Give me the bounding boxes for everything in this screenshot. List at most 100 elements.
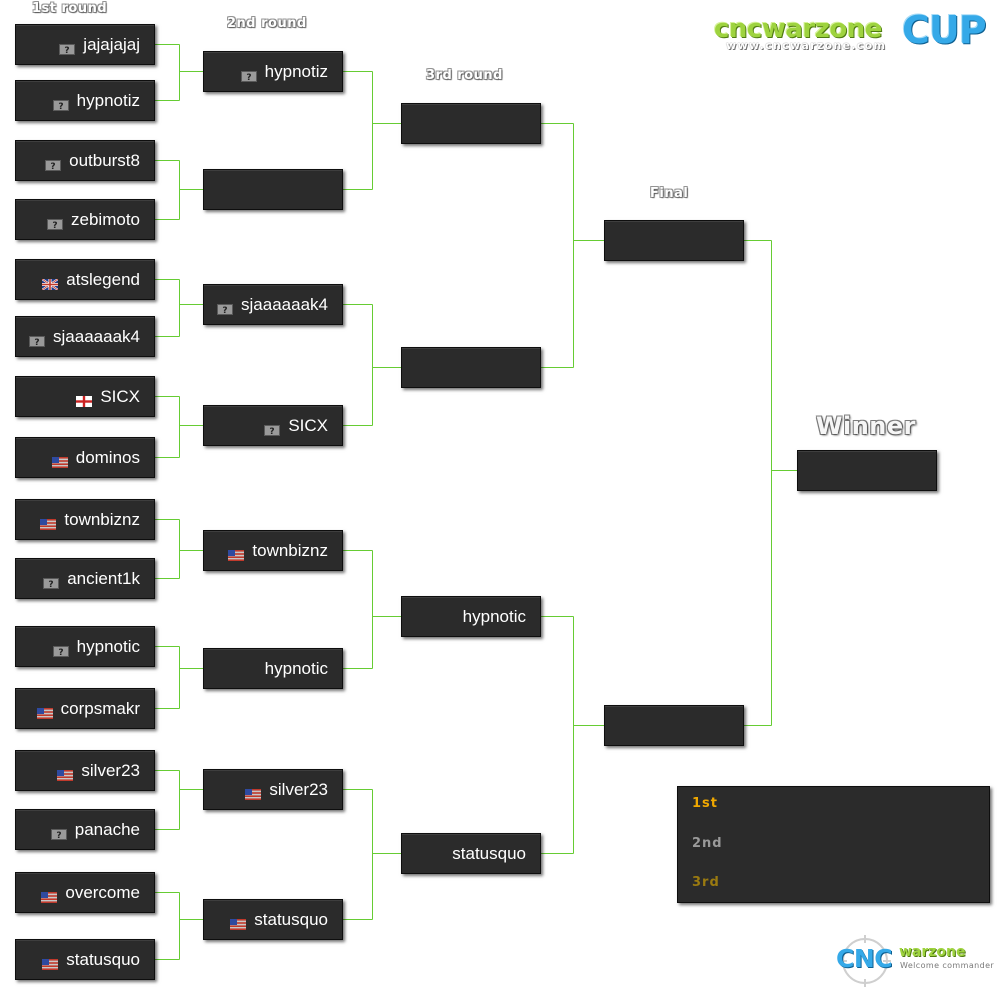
place-third-label: 3rd [692,875,720,890]
unknown-flag-icon: ? [29,332,46,348]
us-flag-icon [57,766,74,781]
england-flag-icon [76,392,93,407]
svg-text:?: ? [50,162,55,171]
player-slot-r2[interactable]: townbiznz [203,530,343,571]
unknown-flag-icon: ? [52,96,69,112]
player-name: townbiznz [252,541,328,560]
player-name: hypnotiz [76,91,140,110]
player-name: sjaaaaaak4 [53,327,140,346]
unknown-flag-icon: ? [45,156,62,172]
player-slot-r1[interactable]: townbiznz [15,499,155,540]
svg-text:?: ? [52,221,57,230]
player-name: hypnotiz [264,62,328,81]
svg-text:?: ? [270,427,275,436]
footer-warzone-text: warzone [899,944,966,960]
cncwarzone-footer-logo: CNC warzone Welcome commander [830,932,1002,992]
player-slot-r1[interactable]: statusquo [15,939,155,980]
player-slot-r3[interactable] [401,103,541,144]
us-flag-icon [228,546,245,561]
player-slot-r2[interactable]: hypnotiz? [203,51,343,92]
us-flag-icon [42,955,59,970]
us-flag-icon [41,888,58,903]
svg-text:?: ? [65,46,70,55]
round-label-2nd: 2nd round [227,16,307,31]
svg-text:?: ? [49,580,54,589]
player-name: statusquo [66,950,140,969]
cup-logo: cncwarzone www.cncwarzone.com CUP [712,8,1002,54]
unknown-flag-icon: ? [59,40,76,56]
round-label-final: Final [650,186,689,201]
player-name: townbiznz [64,510,140,529]
svg-text:?: ? [58,102,63,111]
player-slot-r1[interactable]: hypnotic? [15,626,155,667]
unknown-flag-icon: ? [240,67,257,83]
player-name: outburst8 [69,151,140,170]
player-slot-r3[interactable] [401,347,541,388]
footer-cnc-text: CNC [836,944,893,973]
logo-url-text: www.cncwarzone.com [726,39,887,52]
player-slot-r1[interactable]: jajajajaj? [15,24,155,65]
player-name: hypnotic [76,637,140,656]
player-name: statusquo [452,844,526,863]
player-slot-r1[interactable]: dominos [15,437,155,478]
player-name: silver23 [81,761,140,780]
player-name: SICX [100,387,140,406]
svg-text:?: ? [246,73,251,82]
uk-flag-icon [41,275,59,291]
player-name: atslegend [66,270,140,289]
unknown-flag-icon: ? [47,215,64,231]
player-name: corpsmakr [60,699,140,718]
player-name: hypnotic [264,659,328,678]
player-slot-r1[interactable]: ancient1k? [15,558,155,599]
place-second-label: 2nd [692,836,723,851]
player-slot-final[interactable] [604,220,744,261]
round-label-1st: 1st round [32,1,108,16]
round-label-3rd: 3rd round [426,68,503,83]
player-name: zebimoto [71,210,140,229]
us-flag-icon [245,785,262,800]
us-flag-icon [230,915,247,930]
player-slot-r1[interactable]: SICX [15,376,155,417]
player-name: ancient1k [67,569,140,588]
player-slot-r2[interactable]: sjaaaaaak4? [203,284,343,325]
player-slot-r2[interactable] [203,169,343,210]
winner-slot[interactable] [797,450,937,491]
svg-text:?: ? [34,338,39,347]
place-first-label: 1st [692,796,718,811]
player-name: SICX [288,416,328,435]
crosshair-icon [839,935,891,987]
svg-text:?: ? [56,831,61,840]
player-slot-r1[interactable]: hypnotiz? [15,80,155,121]
svg-text:?: ? [222,306,227,315]
unknown-flag-icon: ? [50,825,67,841]
player-slot-r1[interactable]: atslegend [15,259,155,300]
player-name: jajajajaj [83,35,140,54]
player-slot-r3[interactable]: hypnotic [401,596,541,637]
player-slot-r1[interactable]: corpsmakr [15,688,155,729]
footer-tagline: Welcome commander [900,961,995,970]
player-name: dominos [75,448,140,467]
player-slot-r1[interactable]: outburst8? [15,140,155,181]
player-slot-r1[interactable]: silver23 [15,750,155,791]
player-slot-final[interactable] [604,705,744,746]
player-slot-r2[interactable]: hypnotic [203,648,343,689]
logo-cup-text: CUP [902,8,987,52]
player-slot-r2[interactable]: silver23 [203,769,343,810]
player-slot-r2[interactable]: SICX? [203,405,343,446]
unknown-flag-icon: ? [217,300,234,316]
round-label-winner: Winner [816,412,916,440]
player-name: panache [74,820,140,839]
player-slot-r3[interactable]: statusquo [401,833,541,874]
player-slot-r1[interactable]: overcome [15,872,155,913]
player-slot-r1[interactable]: zebimoto? [15,199,155,240]
unknown-flag-icon: ? [264,421,281,437]
placings-panel: 1st 2nd 3rd [677,786,990,903]
us-flag-icon [51,453,68,468]
player-name: sjaaaaaak4 [241,295,328,314]
player-name: statusquo [254,910,328,929]
player-slot-r2[interactable]: statusquo [203,899,343,940]
unknown-flag-icon: ? [52,642,69,658]
player-slot-r1[interactable]: panache? [15,809,155,850]
player-slot-r1[interactable]: sjaaaaaak4? [15,316,155,357]
